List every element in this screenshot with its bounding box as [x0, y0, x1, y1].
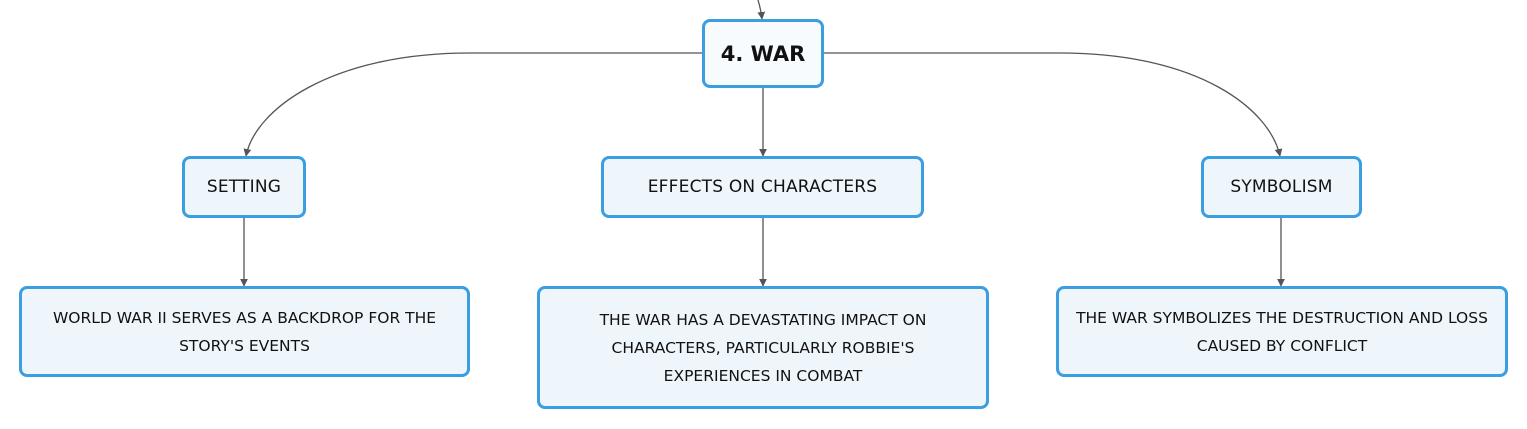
detail-node-symbolism[interactable]: THE WAR SYMBOLIZES THE DESTRUCTION AND L… — [1056, 286, 1508, 377]
connector-root-symbolism — [824, 52, 1283, 157]
topic-node-label: SETTING — [206, 177, 282, 197]
detail-node-text: THE WAR HAS A DEVASTATING IMPACT ON CHAR… — [599, 310, 927, 385]
detail-node-effects-on-characters[interactable]: THE WAR HAS A DEVASTATING IMPACT ON CHAR… — [537, 286, 989, 409]
root-node-label: 4. WAR — [720, 41, 806, 66]
detail-node-setting[interactable]: WORLD WAR II SERVES AS A BACKDROP FOR TH… — [19, 286, 470, 377]
root-node[interactable]: 4. WAR — [702, 19, 824, 88]
topic-node-symbolism[interactable]: SYMBOLISM — [1201, 156, 1362, 218]
connector-root-setting — [243, 52, 702, 157]
detail-node-text: THE WAR SYMBOLIZES THE DESTRUCTION AND L… — [1076, 308, 1488, 355]
topic-node-label: EFFECTS ON CHARACTERS — [647, 177, 878, 197]
parent-connector — [757, 0, 766, 20]
topic-node-effects-on-characters[interactable]: EFFECTS ON CHARACTERS — [601, 156, 924, 218]
detail-node-text: WORLD WAR II SERVES AS A BACKDROP FOR TH… — [52, 308, 437, 355]
topic-node-setting[interactable]: SETTING — [182, 156, 306, 218]
topic-node-label: SYMBOLISM — [1230, 177, 1333, 197]
